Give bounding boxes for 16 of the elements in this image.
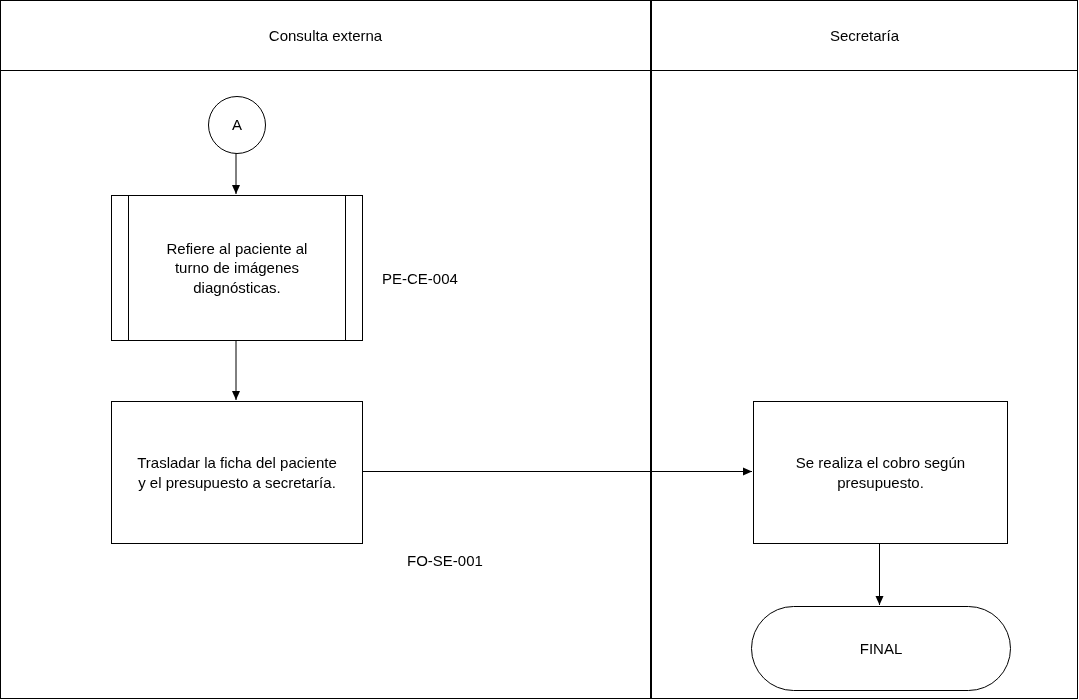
node-text: Se realiza el cobro según presupuesto. [794,453,967,492]
node-text: Consulta externa [267,25,384,46]
document-code: PE-CE-004 [382,269,458,289]
arrow [361,467,753,476]
node-text: Secretaría [828,25,901,46]
document-code: FO-SE-001 [407,551,483,571]
arrow [232,339,240,401]
swimlane [0,0,651,699]
node-text: A [231,115,243,135]
node-text: FINAL [858,638,904,659]
swimlane [651,0,1078,699]
node-text: Refiere al paciente al turno de imágenes diagnósticas. [165,238,309,298]
arrow [875,542,884,606]
arrow [232,152,240,195]
node-text: Trasladar la ficha del paciente y el presupuesto a secretaría. [136,453,338,492]
process-box [753,401,1008,544]
